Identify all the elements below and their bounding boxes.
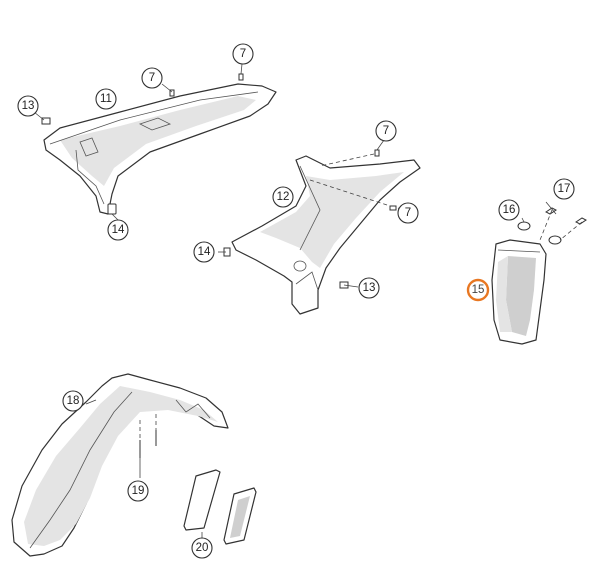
- svg-text:15: 15: [472, 284, 485, 296]
- callout-14-right: 14: [193, 241, 215, 263]
- svg-text:19: 19: [132, 485, 145, 497]
- part-20-sticker-set: [183, 469, 257, 545]
- svg-text:7: 7: [383, 125, 389, 137]
- svg-text:7: 7: [240, 48, 246, 60]
- callout-12: 12: [272, 186, 294, 208]
- svg-text:20: 20: [196, 542, 209, 554]
- svg-text:12: 12: [277, 191, 290, 203]
- part-16-washer: [517, 221, 562, 245]
- svg-text:14: 14: [198, 246, 211, 258]
- part-12-side-cover: [231, 155, 421, 315]
- svg-text:17: 17: [558, 183, 571, 195]
- callout-20: 20: [191, 537, 213, 559]
- part-17-screw: [545, 207, 587, 225]
- svg-text:13: 13: [22, 100, 35, 112]
- callout-17: 17: [553, 178, 575, 200]
- callout-7-right: 7: [397, 202, 419, 224]
- svg-text:7: 7: [405, 207, 411, 219]
- callout-7-left: 7: [141, 67, 163, 89]
- part-11-side-cover: [43, 83, 277, 215]
- callout-7-top: 7: [232, 43, 254, 65]
- callout-14-left: 14: [107, 219, 129, 241]
- part-18-front-fender: [11, 373, 229, 557]
- callout-13-right: 13: [358, 277, 380, 299]
- callout-18: 18: [62, 390, 84, 412]
- svg-text:16: 16: [503, 204, 516, 216]
- svg-text:14: 14: [112, 224, 125, 236]
- svg-text:7: 7: [149, 72, 155, 84]
- part-7-screw: [169, 73, 397, 211]
- callout-13-left: 13: [17, 95, 39, 117]
- callout-11: 11: [95, 88, 117, 110]
- svg-text:18: 18: [67, 395, 80, 407]
- svg-text:13: 13: [363, 282, 376, 294]
- callout-19: 19: [127, 480, 149, 502]
- part-14-clip-left: [107, 203, 117, 215]
- part-15-fork-protector: [491, 239, 547, 345]
- leader-lines: [33, 63, 583, 538]
- part-19-screw: [139, 430, 157, 458]
- svg-text:11: 11: [100, 93, 112, 105]
- callout-16: 16: [498, 199, 520, 221]
- callout-7-mid: 7: [375, 120, 397, 142]
- callout-15-highlighted[interactable]: 15: [466, 278, 490, 302]
